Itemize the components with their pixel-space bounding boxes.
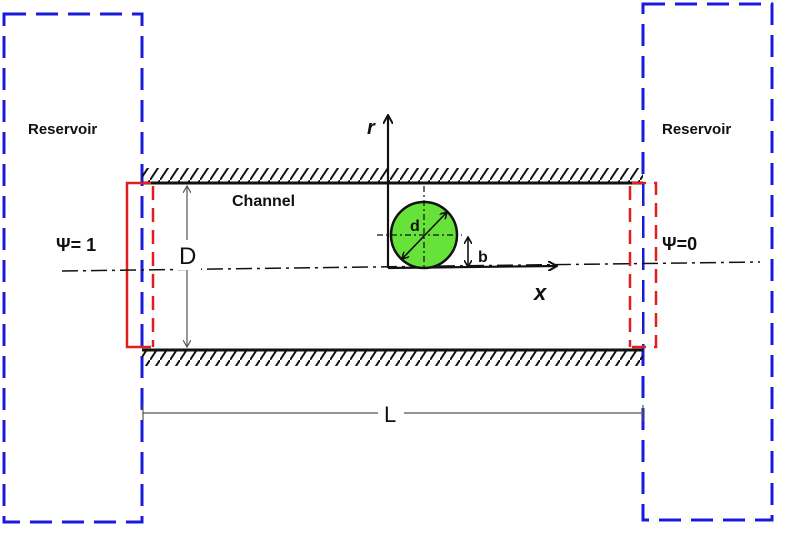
left-reservoir-label: Reservoir — [28, 121, 97, 138]
channel-diameter-label: D — [179, 243, 196, 270]
left-boundary-zone — [125, 181, 155, 349]
right-reservoir-label: Reservoir — [662, 121, 731, 138]
psi-right-label: Ψ=0 — [662, 234, 697, 254]
right-boundary-zone — [628, 181, 658, 349]
length-label: L — [384, 402, 396, 427]
offset-label: b — [478, 249, 488, 266]
psi-left-label: Ψ= 1 — [56, 235, 96, 255]
particle-diameter-arrow — [402, 212, 447, 259]
left-reservoir — [2, 12, 144, 524]
particle-diameter-label: d — [410, 218, 420, 235]
top-wall-hatch — [142, 168, 643, 183]
bottom-wall-hatch — [142, 351, 643, 366]
right-reservoir — [641, 2, 774, 522]
r-axis-label: r — [367, 117, 376, 139]
channel-label: Channel — [232, 193, 295, 210]
x-axis-label: x — [533, 280, 547, 305]
